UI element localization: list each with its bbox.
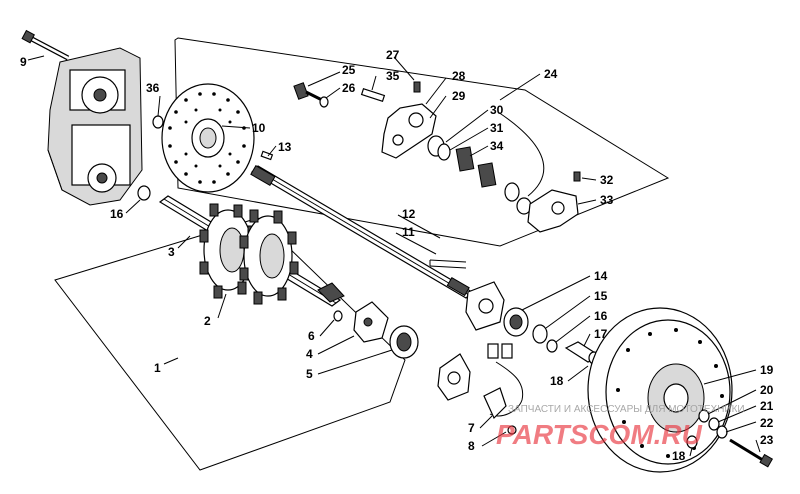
bearing-5 [389, 325, 419, 359]
callout-29: 29 [452, 89, 466, 103]
callout-labels: 9 36 10 13 16 3 2 1 12 11 6 4 5 7 8 14 1… [20, 48, 774, 463]
washer-22 [716, 425, 728, 439]
nut-6 [333, 310, 343, 322]
leader-lines [27, 55, 761, 457]
caliper-assembly-24 [293, 81, 581, 233]
callout-28: 28 [452, 69, 466, 83]
callout-16-left: 16 [110, 207, 124, 221]
nut-8 [507, 425, 517, 435]
callout-6: 6 [308, 329, 315, 343]
bearing-flange-4 [353, 301, 389, 343]
callout-21: 21 [760, 399, 774, 413]
seal-15 [532, 324, 548, 344]
callout-33: 33 [600, 193, 614, 207]
callout-31: 31 [490, 121, 504, 135]
callout-19: 19 [760, 363, 774, 377]
washer-16-left [137, 185, 151, 201]
callout-3: 3 [168, 245, 175, 259]
callout-25: 25 [342, 63, 356, 77]
callout-23: 23 [760, 433, 774, 447]
callout-34: 34 [490, 139, 504, 153]
bearing-14 [503, 307, 529, 337]
callout-30: 30 [490, 103, 504, 117]
callout-14: 14 [594, 269, 608, 283]
group-box-24 [174, 37, 670, 247]
callout-22: 22 [760, 416, 774, 430]
callout-35: 35 [386, 69, 400, 83]
callout-16-right: 16 [594, 309, 608, 323]
callout-7: 7 [468, 421, 475, 435]
callout-13: 13 [278, 140, 292, 154]
bolt-9 [21, 29, 70, 61]
callout-9: 9 [20, 55, 27, 69]
callout-18-right: 18 [672, 449, 686, 463]
watermark: ЗАПЧАСТИ И АКСЕССУАРЫ ДЛЯ МОТОТЕХНИКИ PA… [496, 404, 745, 450]
callout-4: 4 [306, 347, 313, 361]
brake-disc-10 [161, 83, 255, 193]
callout-10: 10 [252, 121, 266, 135]
callout-5: 5 [306, 367, 313, 381]
callout-20: 20 [760, 383, 774, 397]
watermark-caption: ЗАПЧАСТИ И АКСЕССУАРЫ ДЛЯ МОТОТЕХНИКИ [508, 404, 745, 415]
callout-1: 1 [154, 361, 161, 375]
key-13 [260, 150, 274, 161]
watermark-logo: PARTSCOM.RU [496, 419, 703, 450]
drive-sprocket-2b [239, 209, 299, 305]
washer-36 [152, 115, 164, 129]
callout-32: 32 [600, 173, 614, 187]
callout-8: 8 [468, 439, 475, 453]
lockwasher-21 [708, 417, 720, 431]
callout-26: 26 [342, 81, 356, 95]
callout-24: 24 [544, 67, 558, 81]
callout-27: 27 [386, 48, 400, 62]
callout-36: 36 [146, 81, 160, 95]
callout-18-left: 18 [550, 374, 564, 388]
callout-2: 2 [204, 314, 211, 328]
callout-12: 12 [402, 207, 416, 221]
washer-16-right [546, 339, 558, 353]
callout-11: 11 [402, 225, 415, 239]
chaincase-housing [47, 47, 143, 206]
callout-17: 17 [594, 327, 608, 341]
driven-disc-19 [587, 307, 733, 473]
washer-20 [698, 409, 710, 423]
speed-sensor-7 [483, 343, 524, 420]
callout-15: 15 [594, 289, 608, 303]
shaft-key-11 [429, 259, 467, 269]
bolt-23 [729, 438, 774, 468]
